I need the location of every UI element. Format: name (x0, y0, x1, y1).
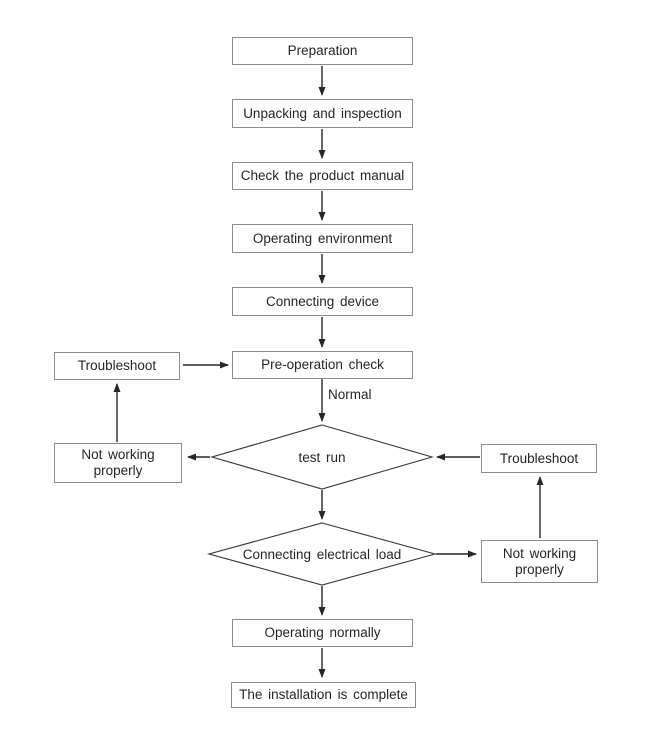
node-unpacking-label: Unpacking and inspection (243, 105, 402, 121)
node-connecting-device-label: Connecting device (265, 293, 380, 309)
node-pre-operation-check-label: Pre-operation check (261, 357, 384, 373)
node-not-working-right: Not working properly (481, 540, 598, 583)
diamond-connecting-load (206, 522, 438, 586)
node-pre-operation-check: Pre-operation check (232, 351, 413, 379)
node-operating-normally: Operating normally (232, 619, 413, 647)
node-operating-environment: Operating environment (232, 224, 413, 253)
node-not-working-left-label: Not working properly (81, 447, 155, 478)
node-installation-complete-label: The installation is complete (239, 687, 408, 703)
node-connecting-device: Connecting device (232, 287, 413, 316)
node-troubleshoot-left: Troubleshoot (54, 352, 180, 380)
node-installation-complete: The installation is complete (231, 682, 416, 708)
node-check-manual-label: Check the product manual (240, 168, 405, 184)
node-preparation: Preparation (232, 37, 413, 65)
node-operating-normally-label: Operating normally (264, 625, 381, 641)
node-not-working-left: Not working properly (54, 443, 182, 483)
edge-label-normal: Normal (328, 387, 372, 402)
diamond-test-run (210, 424, 434, 490)
node-operating-environment-label: Operating environment (252, 230, 393, 246)
node-troubleshoot-right: Troubleshoot (481, 444, 597, 473)
node-preparation-label: Preparation (287, 43, 358, 59)
node-not-working-right-label: Not working properly (502, 545, 577, 577)
node-troubleshoot-left-label: Troubleshoot (77, 358, 157, 374)
node-check-manual: Check the product manual (232, 162, 413, 190)
node-unpacking: Unpacking and inspection (232, 99, 413, 128)
node-troubleshoot-right-label: Troubleshoot (499, 450, 579, 466)
